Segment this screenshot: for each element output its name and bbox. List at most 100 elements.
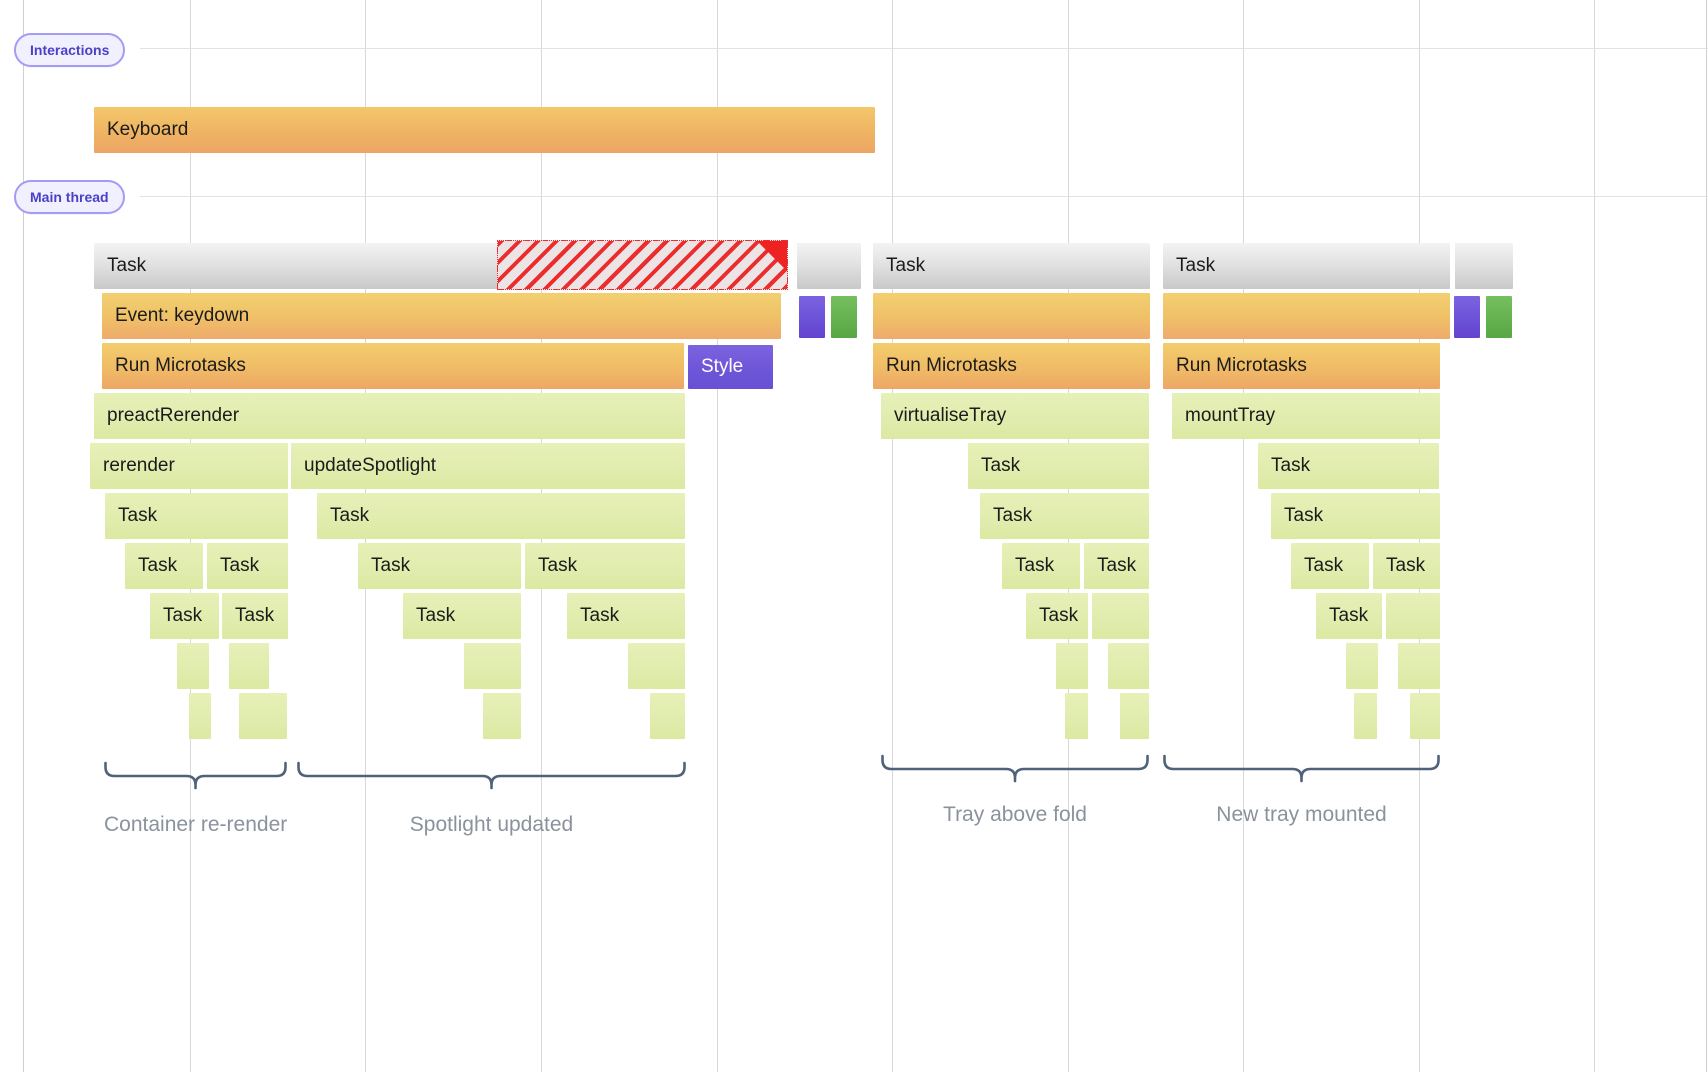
bracket-new-tray-mounted: [1163, 754, 1440, 787]
event-row1-c3[interactable]: [1163, 293, 1450, 339]
task-r8-c2b[interactable]: [1108, 643, 1149, 689]
task-r7-c3b[interactable]: [1386, 593, 1440, 639]
task-r8-b[interactable]: [229, 643, 269, 689]
block-label: Task: [235, 605, 275, 626]
block-label: Task: [580, 605, 620, 626]
mount-tray[interactable]: mountTray: [1172, 393, 1440, 439]
long-task-warning[interactable]: [497, 240, 788, 290]
task-row0-c2[interactable]: Task: [873, 243, 1150, 289]
block-label: Task: [1386, 555, 1426, 576]
event-keydown[interactable]: Event: keydown: [102, 293, 781, 339]
track-pill-label: Main thread: [30, 189, 109, 205]
block-label: Event: keydown: [115, 305, 250, 326]
task-r6-d[interactable]: Task: [525, 543, 685, 589]
track-pill-main-thread[interactable]: Main thread: [14, 180, 125, 214]
task-r7-c2b[interactable]: [1092, 593, 1149, 639]
task-r8-c[interactable]: [464, 643, 521, 689]
task-r8-c3b[interactable]: [1398, 643, 1440, 689]
task-r6-a[interactable]: Task: [125, 543, 203, 589]
block-label: Run Microtasks: [115, 355, 246, 376]
task-r5-b[interactable]: Task: [317, 493, 685, 539]
annotation-label-container-re-render: Container re-render: [104, 813, 288, 836]
block-label: Task: [416, 605, 456, 626]
task-r6-b[interactable]: Task: [207, 543, 288, 589]
task-r9-c3a[interactable]: [1354, 693, 1377, 739]
block-label: preactRerender: [107, 405, 240, 426]
task-r9-c[interactable]: [483, 693, 521, 739]
task-r6-c3a[interactable]: Task: [1291, 543, 1369, 589]
task-r6-c2b[interactable]: Task: [1084, 543, 1149, 589]
task-r9-c2a[interactable]: [1065, 693, 1088, 739]
task-r9-d[interactable]: [650, 693, 685, 739]
task-r4-c3[interactable]: Task: [1258, 443, 1439, 489]
small-paint-1[interactable]: [831, 296, 857, 338]
block-label: virtualiseTray: [894, 405, 1007, 426]
preact-rerender[interactable]: preactRerender: [94, 393, 685, 439]
block-label: Task: [371, 555, 411, 576]
block-label: Task: [1176, 255, 1216, 276]
annotation-label-new-tray-mounted: New tray mounted: [1216, 803, 1387, 826]
block-label: Task: [118, 505, 158, 526]
track-pill-label: Interactions: [30, 42, 110, 58]
track-pill-interactions[interactable]: Interactions: [14, 33, 126, 67]
task-r5-c3[interactable]: Task: [1271, 493, 1440, 539]
style-block[interactable]: Style: [688, 345, 773, 389]
block-label: Task: [107, 255, 147, 276]
task-r7-b[interactable]: Task: [222, 593, 288, 639]
task-r6-c[interactable]: Task: [358, 543, 521, 589]
block-label: Run Microtasks: [1176, 355, 1307, 376]
virtualise-tray[interactable]: virtualiseTray: [881, 393, 1149, 439]
gridline-vertical: [23, 0, 24, 1072]
block-label: Keyboard: [107, 119, 189, 140]
small-style-1[interactable]: [799, 296, 825, 338]
task-r9-c3b[interactable]: [1410, 693, 1440, 739]
block-label: Task: [1097, 555, 1137, 576]
block-label: Task: [1284, 505, 1324, 526]
gridline-vertical: [717, 0, 718, 1072]
gridline-vertical: [1594, 0, 1595, 1072]
block-label: Task: [1015, 555, 1055, 576]
task-r9-a[interactable]: [189, 693, 211, 739]
task-r8-d[interactable]: [628, 643, 685, 689]
task-r8-c2a[interactable]: [1056, 643, 1088, 689]
block-label: Task: [1039, 605, 1079, 626]
task-r8-c3a[interactable]: [1346, 643, 1378, 689]
task-r5-c2[interactable]: Task: [980, 493, 1149, 539]
task-r7-c3a[interactable]: Task: [1316, 593, 1382, 639]
update-spotlight[interactable]: updateSpotlight: [291, 443, 685, 489]
run-microtasks-1[interactable]: Run Microtasks: [102, 343, 684, 389]
block-label: Task: [538, 555, 578, 576]
block-label: Task: [1329, 605, 1369, 626]
block-label: Style: [701, 356, 744, 377]
track-separator: [140, 196, 1708, 197]
task-r7-a[interactable]: Task: [150, 593, 219, 639]
bracket-container-re-render: [104, 761, 287, 794]
task-r7-d[interactable]: Task: [567, 593, 685, 639]
bracket-tray-above-fold: [881, 754, 1149, 787]
run-microtasks-2[interactable]: Run Microtasks: [873, 343, 1150, 389]
task-r6-c3b[interactable]: Task: [1373, 543, 1440, 589]
task-r9-b[interactable]: [239, 693, 287, 739]
task-row0-gap2[interactable]: [1455, 243, 1513, 289]
run-microtasks-3[interactable]: Run Microtasks: [1163, 343, 1440, 389]
task-r5-a[interactable]: Task: [105, 493, 288, 539]
task-r8-a[interactable]: [177, 643, 209, 689]
event-row1-c2[interactable]: [873, 293, 1150, 339]
gridline-vertical: [1243, 0, 1244, 1072]
gridline-vertical: [1706, 0, 1707, 1072]
task-row0-gap1[interactable]: [797, 243, 861, 289]
small-paint-2[interactable]: [1486, 296, 1512, 338]
task-r9-c2b[interactable]: [1120, 693, 1149, 739]
bracket-spotlight-updated: [297, 761, 686, 794]
keyboard[interactable]: Keyboard: [94, 107, 875, 153]
rerender[interactable]: rerender: [90, 443, 288, 489]
task-r7-c2a[interactable]: Task: [1026, 593, 1088, 639]
small-style-2[interactable]: [1454, 296, 1480, 338]
task-r7-c[interactable]: Task: [403, 593, 521, 639]
task-r4-c2[interactable]: Task: [968, 443, 1149, 489]
task-r6-c2a[interactable]: Task: [1002, 543, 1080, 589]
task-row0-c3[interactable]: Task: [1163, 243, 1450, 289]
block-label: updateSpotlight: [304, 455, 437, 476]
block-label: Task: [886, 255, 926, 276]
